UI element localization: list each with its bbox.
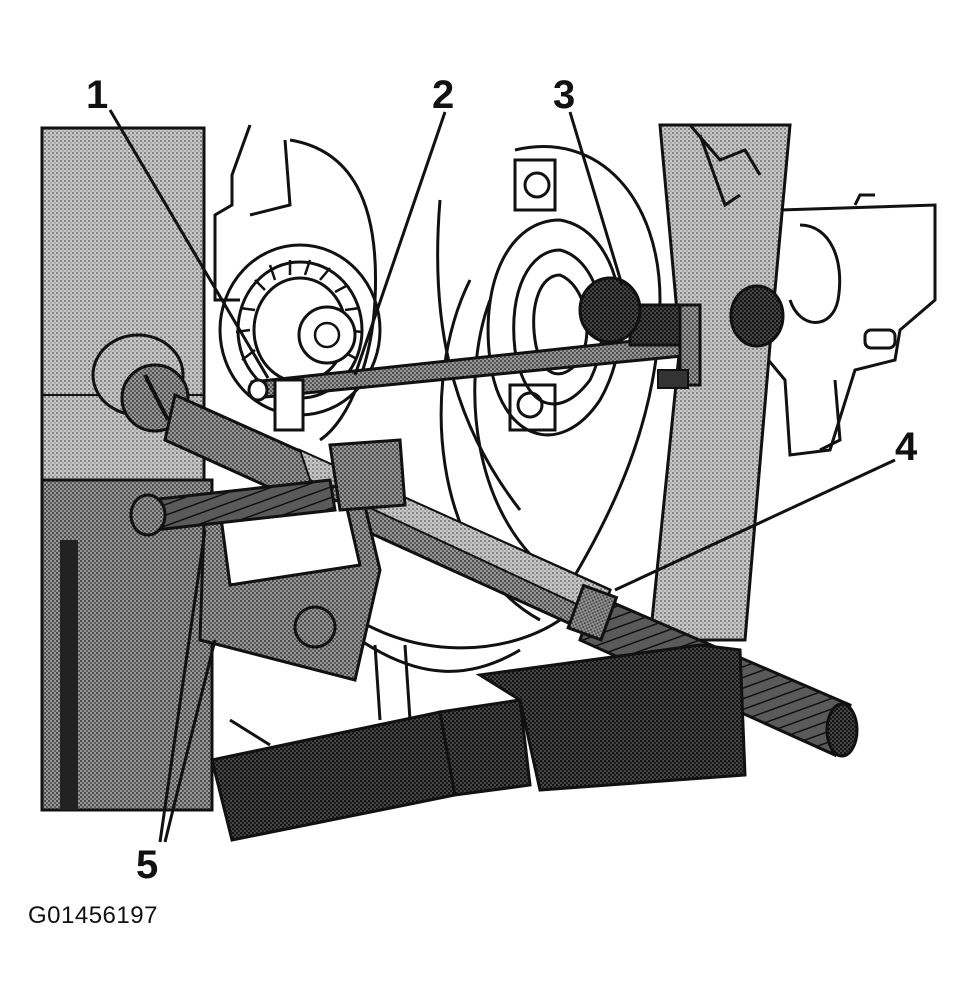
callout-1: 1 — [86, 73, 108, 117]
left-frame-rail — [40, 126, 214, 812]
holding-tool-arm — [163, 392, 859, 758]
callout-leaders — [108, 109, 896, 843]
callout-5: 5 — [136, 843, 158, 887]
leader-5b — [163, 639, 217, 843]
leader-5a — [158, 529, 207, 843]
callout-labels: 1 2 3 4 5 — [86, 73, 918, 887]
callout-3: 3 — [553, 73, 575, 117]
base-blocks — [210, 643, 747, 842]
callout-2: 2 — [432, 73, 454, 117]
left-sprocket — [235, 259, 363, 365]
callout-4: 4 — [895, 425, 918, 469]
pulley-hub — [578, 276, 785, 389]
clamp-bracket — [129, 438, 407, 682]
leader-1 — [108, 109, 270, 379]
locking-rod — [247, 333, 694, 432]
leader-4 — [614, 458, 896, 592]
figure-code: G01456197 — [28, 902, 158, 929]
leader-2 — [353, 111, 447, 376]
leader-3 — [568, 111, 624, 286]
